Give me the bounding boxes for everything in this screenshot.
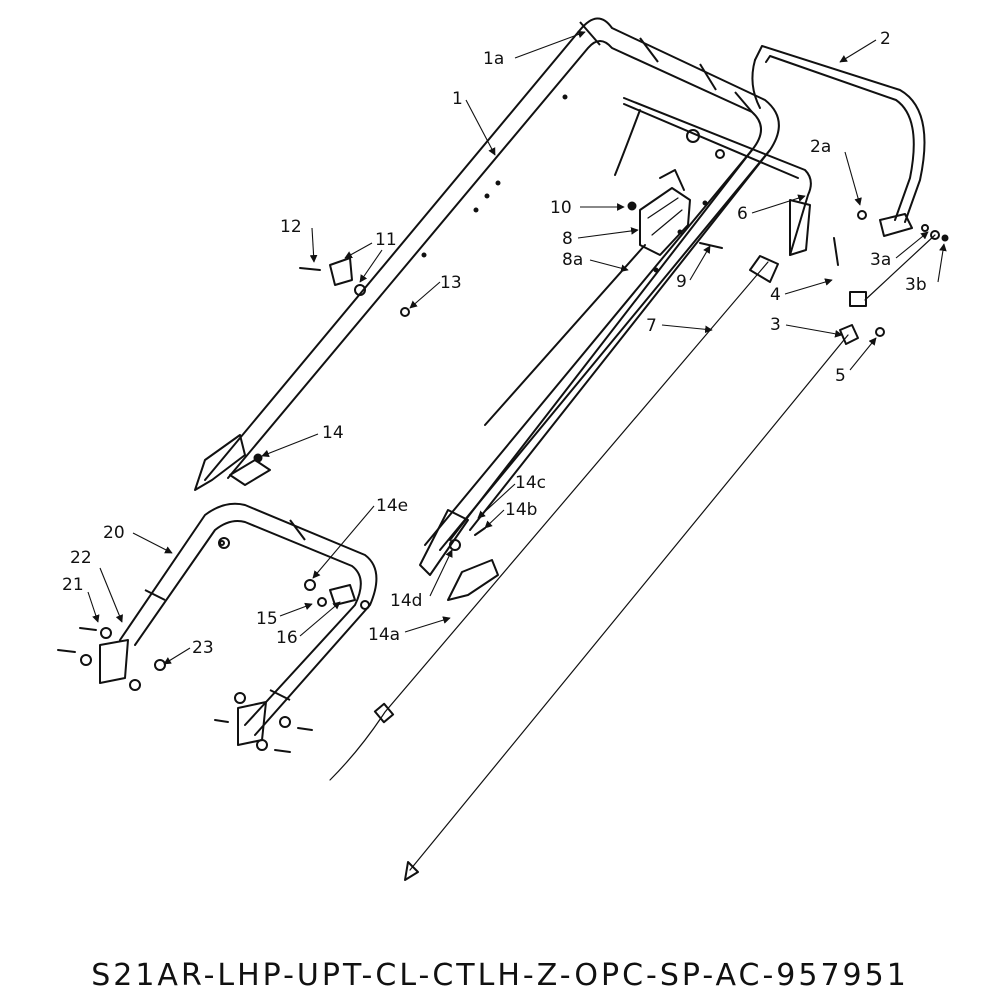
- callout-8: 8: [562, 227, 639, 249]
- callout-2a: 2a: [810, 137, 862, 206]
- callout-5: 5: [835, 337, 877, 386]
- callout-11: 11: [344, 230, 397, 283]
- callout-6: 6: [737, 194, 806, 224]
- callout-10: 10: [550, 198, 625, 218]
- svg-text:1a: 1a: [483, 49, 504, 69]
- control-bracket: [614, 97, 812, 256]
- svg-text:21: 21: [62, 575, 84, 595]
- callout-14a: 14a: [368, 616, 451, 645]
- svg-text:14c: 14c: [515, 473, 546, 493]
- lower-hardware: [57, 579, 370, 753]
- callout-9: 9: [676, 245, 711, 292]
- callout-14e: 14e: [312, 496, 408, 579]
- svg-text:14e: 14e: [376, 496, 408, 516]
- callout-3b: 3b: [905, 243, 947, 295]
- callout-1a: 1a: [483, 30, 586, 69]
- callout-3a: 3a: [870, 231, 929, 270]
- svg-text:10: 10: [550, 198, 572, 218]
- callout-14d: 14d: [390, 549, 453, 611]
- svg-text:8: 8: [562, 229, 573, 249]
- svg-text:3: 3: [770, 315, 781, 335]
- svg-text:16: 16: [276, 628, 298, 648]
- lower-handle: [99, 502, 378, 746]
- throttle-control: [484, 169, 691, 426]
- svg-text:3b: 3b: [905, 275, 927, 295]
- callout-12: 12: [280, 217, 318, 263]
- left-cam-lever: [194, 434, 271, 491]
- callout-16: 16: [276, 601, 341, 648]
- callout-14: 14: [261, 423, 344, 458]
- svg-text:14a: 14a: [368, 625, 400, 645]
- svg-text:6: 6: [737, 204, 748, 224]
- callout-2: 2: [839, 29, 891, 63]
- callout-20: 20: [103, 523, 173, 554]
- svg-text:8a: 8a: [562, 250, 583, 270]
- callout-3: 3: [770, 315, 843, 338]
- svg-text:14d: 14d: [390, 591, 422, 611]
- svg-text:15: 15: [256, 609, 278, 629]
- svg-text:12: 12: [280, 217, 302, 237]
- model-code: S21AR-LHP-UPT-CL-CTLH-Z-OPC-SP-AC-957951: [91, 958, 909, 993]
- svg-text:5: 5: [835, 366, 846, 386]
- lower-handle-right-rail: [419, 149, 771, 576]
- callout-21: 21: [62, 575, 100, 623]
- callout-13: 13: [409, 273, 462, 309]
- callout-22: 22: [70, 548, 123, 623]
- callout-23: 23: [163, 638, 214, 665]
- hardware: [299, 201, 949, 337]
- callout-7: 7: [646, 316, 713, 336]
- svg-text:22: 22: [70, 548, 92, 568]
- right-cam-lever: [447, 527, 499, 601]
- svg-text:14: 14: [322, 423, 344, 443]
- svg-text:9: 9: [676, 272, 687, 292]
- svg-text:20: 20: [103, 523, 125, 543]
- svg-text:2a: 2a: [810, 137, 831, 157]
- svg-text:2: 2: [880, 29, 891, 49]
- svg-text:23: 23: [192, 638, 214, 658]
- svg-text:7: 7: [646, 316, 657, 336]
- svg-text:14b: 14b: [505, 500, 537, 520]
- callout-1: 1: [452, 89, 496, 156]
- callout-4: 4: [770, 278, 833, 305]
- callout-14b: 14b: [484, 500, 537, 529]
- callout-8a: 8a: [562, 250, 629, 272]
- operator-bail: [751, 45, 926, 237]
- svg-text:4: 4: [770, 285, 781, 305]
- drive-cable: [404, 234, 936, 881]
- svg-text:3a: 3a: [870, 250, 891, 270]
- svg-text:1: 1: [452, 89, 463, 109]
- svg-text:13: 13: [440, 273, 462, 293]
- callout-14c: 14c: [477, 473, 546, 519]
- brake-cable: [329, 255, 779, 781]
- svg-text:11: 11: [375, 230, 397, 250]
- upper-handle: [204, 17, 780, 541]
- callout-15: 15: [256, 602, 313, 629]
